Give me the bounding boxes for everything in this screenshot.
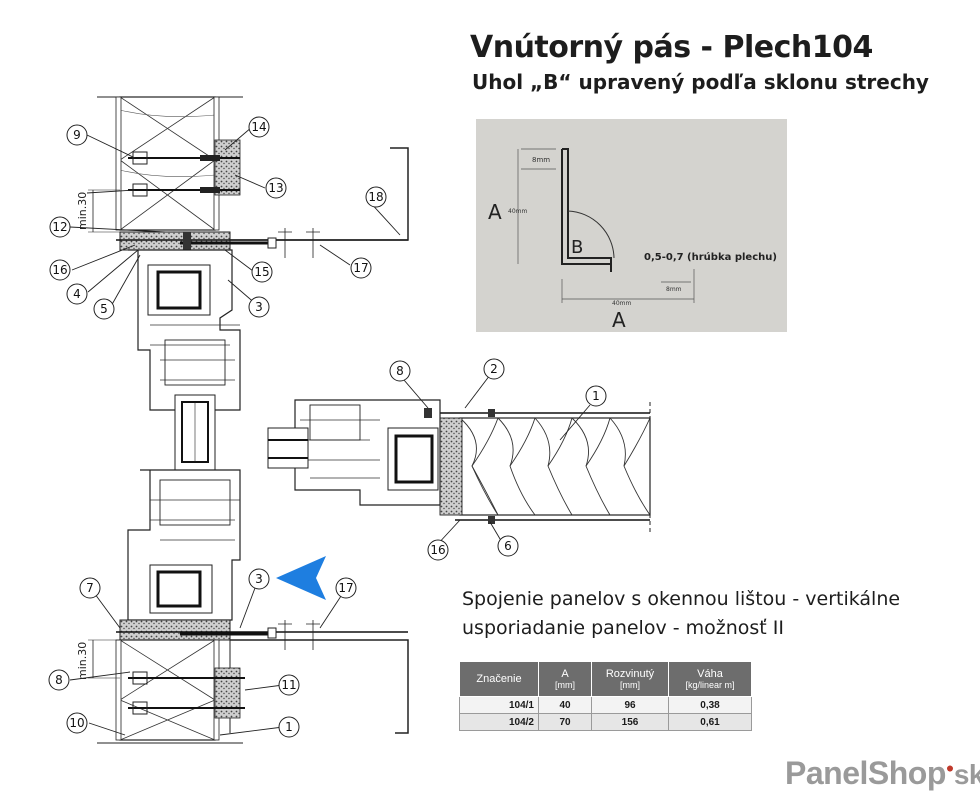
- table-row: 104/1 40 96 0,38: [459, 696, 752, 714]
- brand-name: PanelShop: [785, 755, 946, 791]
- top-sill: [116, 147, 409, 258]
- callout-2: 2: [490, 362, 498, 376]
- callout-6: 6: [504, 539, 512, 553]
- col-header: Značenie: [459, 661, 539, 697]
- col-header: Váha[kg/linear m]: [668, 661, 752, 697]
- brand-logo: PanelShop●sk: [785, 755, 980, 792]
- callout-3-bottom: 3: [255, 572, 263, 586]
- dim-hem-text: 8mm: [666, 286, 682, 293]
- cell-rozvinuty: 96: [591, 696, 669, 714]
- callout-10: 10: [69, 716, 84, 730]
- callout-8: 8: [396, 364, 404, 378]
- window-frame-bottom: [127, 469, 241, 621]
- callout-16: 16: [52, 263, 67, 277]
- window-frame-top: [128, 249, 241, 471]
- caption-line-2: usporiadanie panelov - možnosť II: [462, 617, 784, 639]
- callout-12: 12: [52, 220, 67, 234]
- bottom-panel: min.30: [76, 639, 245, 744]
- callout-8-bottom: 8: [55, 673, 63, 687]
- callout-13: 13: [268, 181, 283, 195]
- callout-1-bottom: 1: [285, 720, 293, 734]
- dim-left-text: 40mm: [508, 208, 527, 215]
- profile-svg: B 8mm 40mm A 40mm A 8mm 0,5-0,7 (hrúbka …: [488, 148, 777, 332]
- dim-top-text: 8mm: [532, 156, 550, 164]
- cell-a: 70: [538, 713, 592, 731]
- col-header: Rozvinutý[mm]: [591, 661, 669, 697]
- callout-14: 14: [251, 120, 266, 134]
- cell-a: 40: [538, 696, 592, 714]
- top-panel: min.30: [76, 96, 243, 233]
- table-row: 104/2 70 156 0,61: [459, 713, 752, 731]
- page-title: Vnútorný pás - Plech104: [470, 30, 873, 65]
- horizontal-panel: [380, 402, 651, 532]
- drawing-caption: Spojenie panelov s okennou lištou - vert…: [462, 585, 900, 643]
- profile-drawing: B 8mm 40mm A 40mm A 8mm 0,5-0,7 (hrúbka …: [476, 119, 787, 332]
- angle-arc: [567, 210, 615, 259]
- callout-17: 17: [353, 261, 368, 275]
- callout-7: 7: [86, 581, 94, 595]
- page-subtitle: Uhol „B“ upravený podľa sklonu strechy: [472, 70, 929, 94]
- callout-1: 1: [592, 389, 600, 403]
- caption-line-1: Spojenie panelov s okennou lištou - vert…: [462, 588, 901, 610]
- callout-15: 15: [254, 265, 269, 279]
- brand-tld: sk: [953, 759, 980, 790]
- callout-4: 4: [73, 287, 81, 301]
- horizontal-window: [267, 399, 441, 506]
- callout-17-bottom: 17: [338, 581, 353, 595]
- spec-table: Značenie A[mm] Rozvinutý[mm] Váha[kg/lin…: [459, 661, 752, 731]
- label-a-left: A: [488, 200, 502, 224]
- callout-11: 11: [281, 678, 296, 692]
- cell-code: 104/2: [459, 713, 539, 731]
- min30-bottom: min.30: [76, 642, 89, 680]
- callout-3: 3: [255, 300, 263, 314]
- cell-vaha: 0,38: [668, 696, 752, 714]
- profile-shape: [561, 148, 612, 272]
- bottom-sill: [116, 619, 409, 734]
- label-a-bottom: A: [612, 308, 626, 332]
- min30-top: min.30: [76, 192, 89, 230]
- thickness-note: 0,5-0,7 (hrúbka plechu): [644, 251, 777, 263]
- callout-5: 5: [100, 302, 108, 316]
- brand-dot: ●: [945, 759, 954, 776]
- angle-label: B: [571, 237, 583, 258]
- table-header-row: Značenie A[mm] Rozvinutý[mm] Váha[kg/lin…: [459, 661, 752, 697]
- cell-vaha: 0,61: [668, 713, 752, 731]
- col-header: A[mm]: [538, 661, 592, 697]
- cell-code: 104/1: [459, 696, 539, 714]
- callout-9: 9: [73, 128, 81, 142]
- callout-18: 18: [368, 190, 383, 204]
- callout-16-mid: 16: [430, 543, 445, 557]
- dim-bottom-text: 40mm: [612, 300, 631, 307]
- highlight-arrow-icon: [276, 556, 326, 600]
- cell-rozvinuty: 156: [591, 713, 669, 731]
